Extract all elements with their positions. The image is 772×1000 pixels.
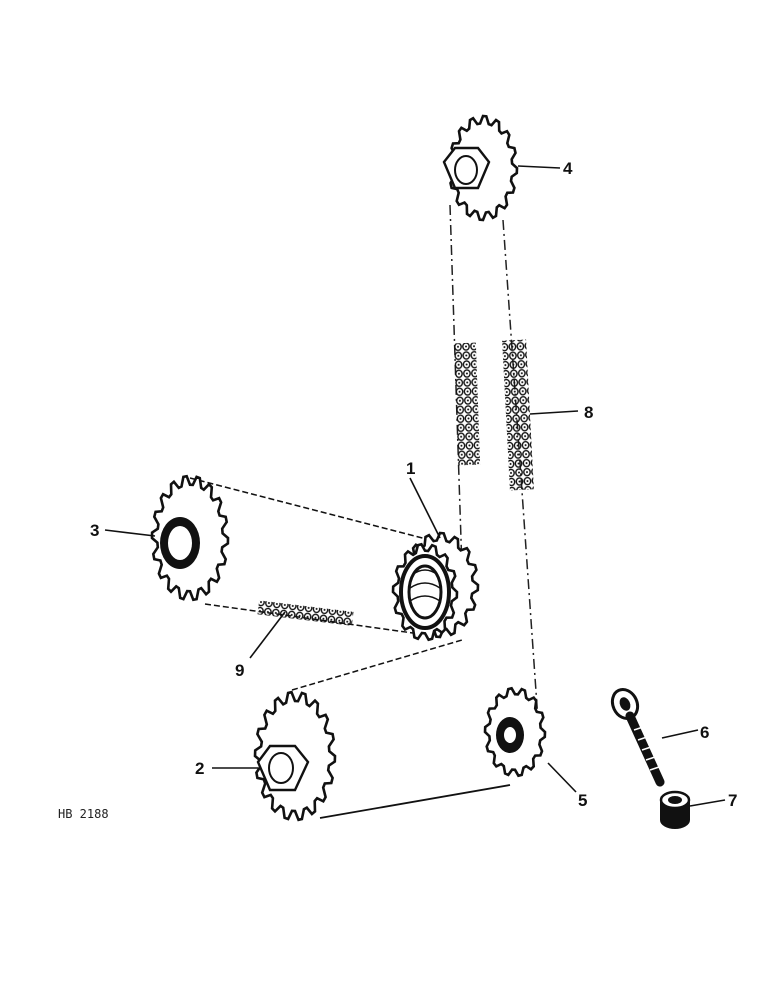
callout-8: 8 [584,403,593,422]
chain-run-upper-drive [189,477,431,541]
callout-7: 7 [728,791,737,810]
sprocket-2-hex-hub [256,744,310,792]
chain-segment-right-vertical [502,339,534,491]
figure-code: HB 2188 [58,807,109,821]
eye-bolt [610,687,665,787]
chain-segment-horizontal [257,600,354,626]
callout-2: 2 [195,759,204,778]
callout-1: 1 [406,459,415,478]
sprocket-4-hex-hub [442,146,491,190]
sprocket-1-double-hub [399,554,451,630]
chain-run-left [449,204,464,601]
chain-run-diagonal [291,639,463,691]
chain-segment-left-vertical [453,342,481,466]
sprocket-5-hub [496,717,524,753]
callout-6: 6 [700,723,709,742]
chain-run-right [502,219,539,721]
callout-9: 9 [235,661,244,680]
callout-3: 3 [90,521,99,540]
callout-4: 4 [563,159,573,178]
chain-run-bottom [319,784,511,819]
callout-5: 5 [578,791,587,810]
sleeve-nut [659,790,691,829]
sprocket-3-hub [160,517,200,569]
leader-lines [104,165,726,807]
